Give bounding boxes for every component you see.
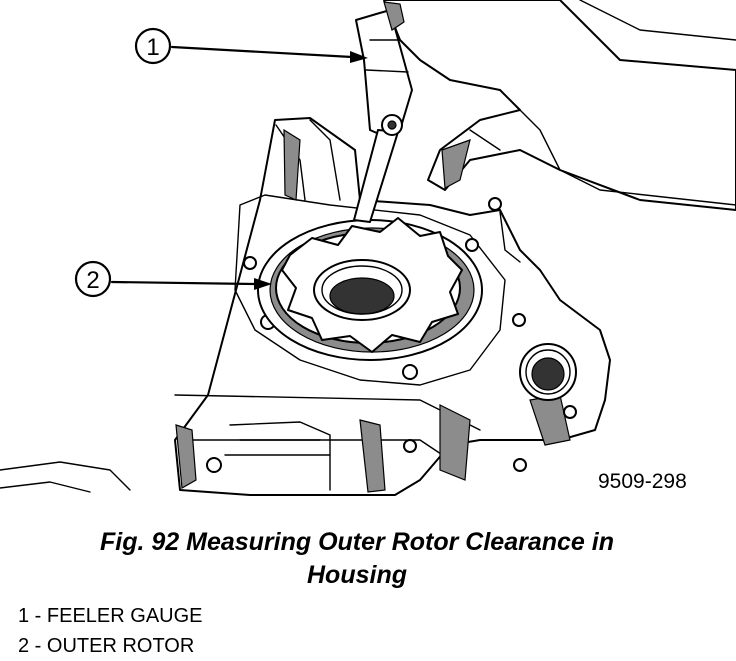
legend-item-2: 2 - OUTER ROTOR	[18, 635, 195, 657]
outer-rotor-cavity	[257, 217, 483, 361]
technician-hand	[383, 0, 736, 211]
pump-housing-illustration: 1 2	[0, 0, 736, 496]
figure-code: 9509-298	[598, 470, 687, 493]
callout-1: 1	[134, 27, 368, 65]
callout-1-arrowhead	[350, 51, 368, 63]
figure-caption: Fig. 92 Measuring Outer Rotor Clearance …	[40, 526, 674, 592]
callout-1-circle	[134, 27, 172, 65]
callout-2-leader	[110, 280, 256, 286]
background-component	[0, 461, 131, 493]
caption-line-1: Fig. 92 Measuring Outer Rotor Clearance …	[99, 528, 614, 556]
callout-2-arrowhead	[254, 278, 272, 290]
callout-2-circle	[74, 260, 112, 298]
legend-item-1: 1 - FEELER GAUGE	[18, 605, 203, 627]
callout-2-number: 2	[86, 267, 99, 294]
callout-1-leader	[170, 45, 354, 59]
callout-2: 2	[74, 260, 272, 298]
caption-line-2: Housing	[307, 561, 407, 589]
legend: 1 - FEELER GAUGE 2 - OUTER ROTOR	[18, 601, 203, 661]
callout-1-number: 1	[146, 34, 159, 61]
